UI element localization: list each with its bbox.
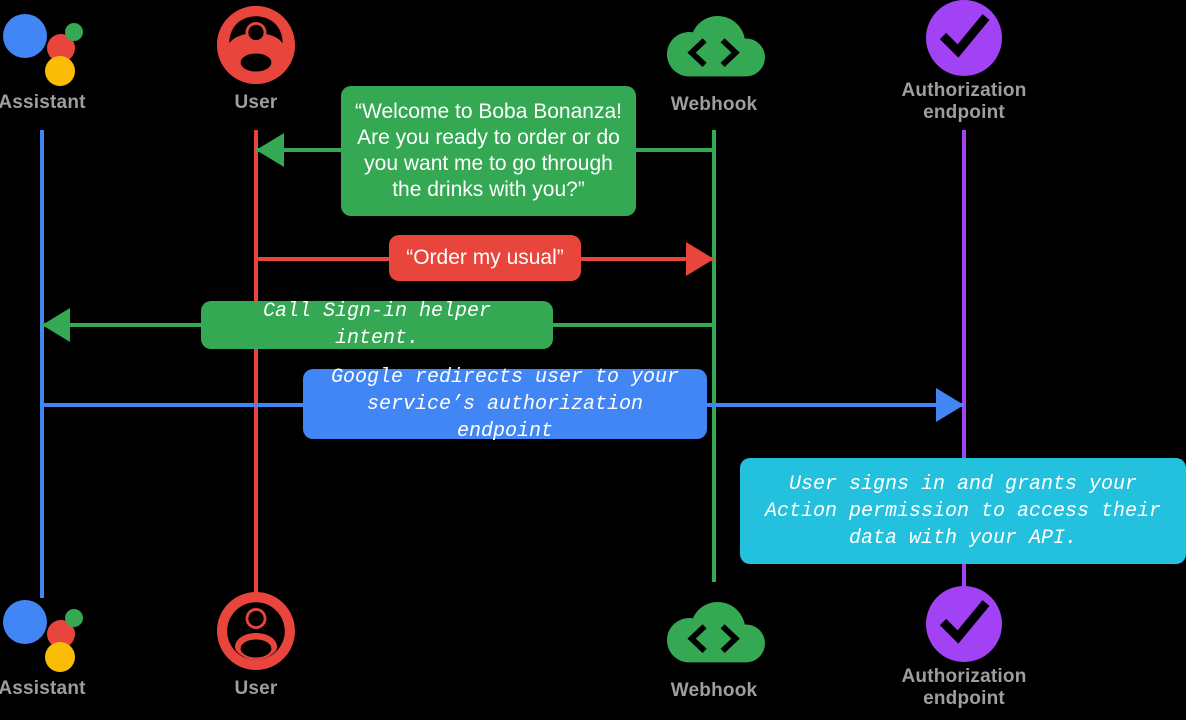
message-bubble-signin: Call Sign-in helper intent. bbox=[201, 300, 553, 350]
assistant-dot-yellow bbox=[45, 56, 75, 86]
actor-label-assistant: Assistant bbox=[0, 678, 86, 699]
actor-label-assistant: Assistant bbox=[0, 92, 86, 113]
actor-assistant-bottom: Assistant bbox=[0, 592, 142, 700]
lifeline-user bbox=[254, 130, 258, 598]
user-avatar-icon bbox=[156, 6, 356, 86]
user-avatar-icon bbox=[156, 592, 356, 672]
assistant-dot-yellow bbox=[45, 642, 75, 672]
cloud-code-icon bbox=[614, 594, 814, 674]
arrow-head-redirect bbox=[936, 388, 964, 422]
purple-check-circle-icon bbox=[864, 0, 1064, 76]
arrow-head-welcome bbox=[256, 133, 284, 167]
assistant-dot-blue bbox=[3, 14, 47, 58]
assistant-dot-blue bbox=[3, 600, 47, 644]
google-assistant-icon bbox=[0, 6, 142, 86]
message-bubble-order: “Order my usual” bbox=[389, 235, 581, 281]
cloud-code-icon bbox=[614, 8, 814, 88]
assistant-dot-green bbox=[65, 609, 83, 627]
google-assistant-icon bbox=[0, 592, 142, 672]
actor-webhook-bottom: Webhook bbox=[614, 594, 814, 702]
lifeline-webhook bbox=[712, 130, 716, 582]
actor-label-user: User bbox=[234, 678, 278, 699]
message-bubble-redirect: Google redirects user to your service’s … bbox=[303, 366, 707, 443]
actor-webhook-top: Webhook bbox=[614, 8, 814, 116]
actor-label-auth: Authorization endpoint bbox=[901, 80, 1027, 123]
purple-check-circle-icon bbox=[864, 586, 1064, 662]
actor-user-top: User bbox=[156, 6, 356, 114]
arrow-head-order bbox=[686, 242, 714, 276]
arrow-head-signin bbox=[42, 308, 70, 342]
actor-assistant-top: Assistant bbox=[0, 6, 142, 114]
actor-label-webhook: Webhook bbox=[670, 680, 758, 701]
actor-label-auth: Authorization endpoint bbox=[901, 666, 1027, 709]
assistant-dot-green bbox=[65, 23, 83, 41]
actor-auth-bottom: Authorization endpoint bbox=[864, 586, 1064, 710]
message-bubble-grant-permission: User signs in and grants your Action per… bbox=[740, 458, 1186, 564]
actor-auth-top: Authorization endpoint bbox=[864, 0, 1064, 124]
actor-label-webhook: Webhook bbox=[670, 94, 758, 115]
actor-user-bottom: User bbox=[156, 592, 356, 700]
message-bubble-welcome: “Welcome to Boba Bonanza! Are you ready … bbox=[341, 86, 636, 216]
actor-label-user: User bbox=[234, 92, 278, 113]
lifeline-auth bbox=[962, 130, 966, 598]
lifeline-assistant bbox=[40, 130, 44, 598]
